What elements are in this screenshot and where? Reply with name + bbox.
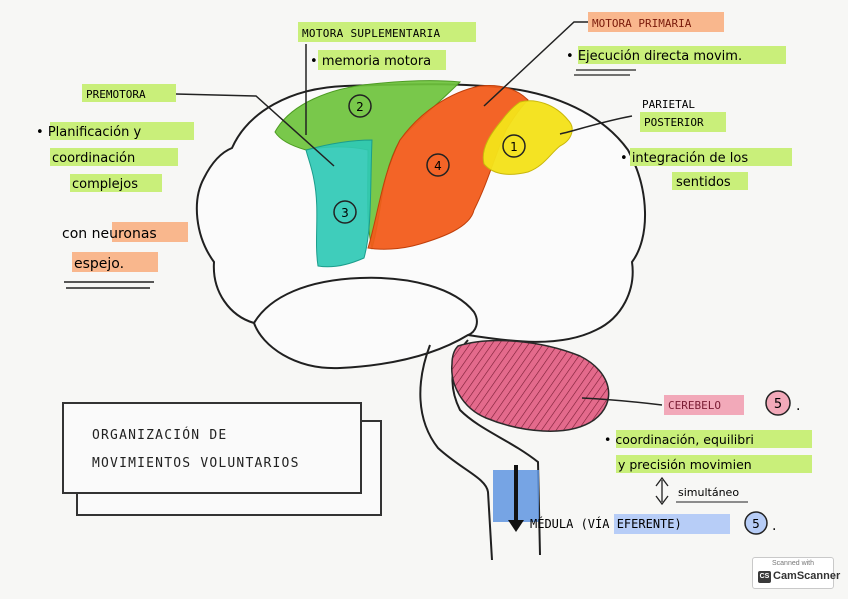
- highlight-espejo: [72, 252, 158, 272]
- medula-number-circle: 5: [744, 511, 768, 535]
- label-premotora: PREMOTORA: [86, 88, 146, 101]
- highlight-suplementaria-label: [298, 22, 476, 42]
- number-4-circle: 4: [426, 153, 450, 177]
- highlight-coord-eq: [616, 430, 812, 448]
- highlight-precision: [616, 455, 812, 473]
- label-simultaneo: simultáneo: [678, 486, 739, 499]
- highlight-memoria: [318, 50, 446, 70]
- highlight-medula: [614, 514, 730, 534]
- region-cerebellum: [451, 339, 610, 432]
- svg-text:5: 5: [774, 397, 782, 412]
- label-motora-primaria: MOTORA PRIMARIA: [592, 17, 692, 30]
- note-ejecucion: • Ejecución directa movim.: [566, 49, 742, 64]
- camscanner-brand: CamScanner: [773, 570, 841, 582]
- svg-text:4: 4: [434, 159, 442, 173]
- label-medula: MÉDULA (VÍA EFERENTE): [530, 516, 682, 531]
- leader-primaria: [483, 21, 590, 107]
- dot-after-cerebelo: .: [796, 398, 800, 414]
- cerebelo-number-circle: 5: [765, 390, 791, 416]
- camscanner-logo-icon: CS: [758, 571, 771, 583]
- note-memoria-motora: • memoria motora: [310, 54, 431, 69]
- number-2-circle: 2: [348, 94, 372, 118]
- highlight-neuronas: [112, 222, 188, 242]
- scanned-with-text: Scanned with: [771, 560, 815, 567]
- leader-premotora: [175, 93, 335, 167]
- note-premotora-extra-2: espejo.: [74, 256, 124, 272]
- note-premotora-extra-1: con neuronas: [62, 226, 157, 242]
- medula-arrow-head: [508, 520, 524, 532]
- note-cerebelo-2: y precisión movimien: [618, 457, 752, 472]
- note-premotora-2: coordinación: [52, 151, 135, 166]
- note-premotora-3: complejos: [72, 177, 138, 192]
- label-motora-suplementaria: MOTORA SUPLEMENTARIA: [302, 27, 441, 40]
- highlight-sentidos: [672, 172, 748, 190]
- note-cerebelo-1: • coordinación, equilibri: [604, 432, 754, 447]
- svg-text:1: 1: [510, 140, 518, 154]
- highlight-cerebelo-label: [664, 395, 744, 415]
- svg-text:2: 2: [356, 100, 364, 114]
- dot-after-medula: .: [772, 518, 776, 534]
- label-parietal-1: PARIETAL: [642, 98, 695, 111]
- title-line-2: MOVIMIENTOS VOLUNTARIOS: [92, 456, 300, 471]
- leader-cerebelo: [581, 397, 663, 406]
- brainstem-outline: [419, 344, 493, 561]
- note-parietal-1: • integración de los: [620, 151, 748, 166]
- camscanner-badge: Scanned with CS CamScanner: [752, 557, 840, 589]
- temporal-lobe-line: [253, 276, 478, 336]
- highlight-primaria-label: [588, 12, 724, 32]
- svg-text:5: 5: [752, 517, 760, 531]
- title-box: [62, 402, 362, 494]
- number-1-circle: 1: [502, 134, 526, 158]
- highlight-complejos: [70, 174, 162, 192]
- simultaneo-double-arrow: [655, 476, 669, 506]
- highlight-integracion: [630, 148, 792, 166]
- note-premotora-1: • Planificación y: [36, 125, 141, 140]
- label-cerebelo: CEREBELO: [668, 399, 721, 412]
- label-parietal-2: POSTERIOR: [644, 116, 704, 129]
- highlight-coordinacion: [50, 148, 178, 166]
- svg-text:3: 3: [341, 206, 349, 220]
- leader-parietal: [559, 115, 633, 135]
- highlight-premotora-label: [82, 84, 176, 102]
- region-parietal-posterior: [482, 100, 573, 175]
- number-3-circle: 3: [333, 200, 357, 224]
- highlight-planificacion: [50, 122, 194, 140]
- highlight-ejecucion: [578, 46, 786, 64]
- title-line-1: ORGANIZACIÓN DE: [92, 428, 228, 443]
- highlight-parietal: [640, 112, 726, 132]
- note-parietal-2: sentidos: [676, 175, 731, 190]
